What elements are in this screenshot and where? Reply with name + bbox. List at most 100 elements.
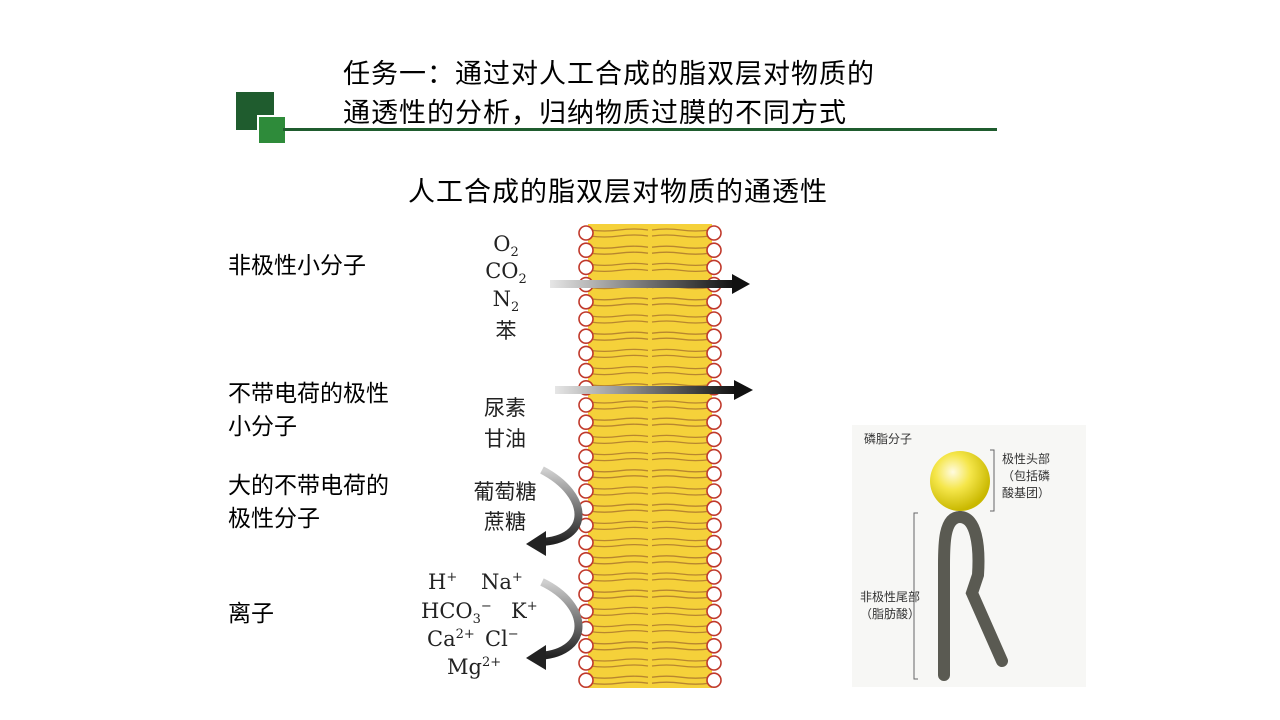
lipid-head (706, 242, 722, 259)
ion-k: K+ (511, 599, 538, 623)
page-title-line-1: 任务一：通过对人工合成的脂双层对物质的 (343, 59, 875, 90)
nonpolar-tail-label-line: 非极性尾部 (860, 590, 921, 604)
lipid-head (706, 500, 722, 517)
lipid-head (706, 311, 722, 327)
lipid-tail (651, 320, 711, 324)
lipid-tail (651, 451, 711, 456)
molecule-n2: N2 (492, 287, 520, 316)
lipid-tail (651, 406, 711, 410)
phospholipid-head (930, 451, 990, 511)
lipid-head (578, 328, 594, 344)
lipid-tail (651, 297, 711, 301)
lipid-tail (651, 365, 711, 370)
molecule-sucrose: 蔗糖 (484, 510, 526, 534)
lipid-tail (589, 314, 649, 318)
lipid-tail (589, 503, 649, 507)
lipid-tail (651, 337, 711, 341)
lipid-tail (651, 268, 711, 273)
lipid-tail (589, 509, 649, 513)
ion-ca: Ca2+ (427, 627, 475, 651)
lipid-tail (589, 406, 649, 410)
lipid-tail (651, 629, 711, 634)
lipid-head (706, 466, 722, 482)
lipid-head (706, 225, 722, 241)
lipid-tail (589, 658, 649, 662)
lipid-head (706, 620, 722, 637)
lipid-head (706, 603, 722, 620)
lipid-tail (589, 337, 649, 341)
page-title-line-2: 通透性的分析，归纳物质过膜的不同方式 (343, 98, 847, 129)
lipid-tail (589, 228, 649, 232)
lipid-tail (651, 520, 711, 525)
lipid-head (578, 672, 594, 688)
category-label-ions: 离子 (228, 598, 274, 631)
phospholipid-brackets (913, 449, 995, 680)
lipid-head (578, 362, 594, 379)
lipid-tail (651, 589, 711, 593)
category-label-nonpolar: 非极性小分子 (228, 250, 366, 283)
lipid-tail (589, 675, 649, 679)
lipid-tail (589, 486, 649, 490)
lipid-head (706, 569, 722, 585)
lipid-tail (651, 354, 711, 359)
lipid-tail (589, 434, 649, 439)
lipid-head (578, 534, 594, 551)
lipid-tail (589, 365, 649, 370)
lipid-head (578, 242, 594, 259)
bilayer-core (588, 224, 712, 688)
category-label-line: 不带电荷的极性 (228, 381, 389, 407)
lipid-head (706, 362, 722, 379)
lipid-tail (589, 561, 649, 565)
lipid-tail (651, 434, 711, 439)
lipid-tail (589, 417, 649, 421)
lipid-tail (651, 543, 711, 548)
arrow-pass-nonpolar (550, 274, 750, 294)
lipid-tail (651, 537, 711, 542)
lipid-tail (651, 675, 711, 679)
lipid-tail (651, 526, 711, 531)
lipid-tail (651, 348, 711, 353)
lipid-tail (589, 612, 649, 617)
category-label-polar-large: 大的不带电荷的 极性分子 (228, 470, 389, 536)
category-label-line: 大的不带电荷的 (228, 473, 389, 499)
category-label-line: 非极性小分子 (228, 253, 366, 279)
lipid-tail (589, 595, 649, 599)
lipid-head (706, 534, 722, 551)
lipid-tail (589, 606, 649, 611)
lipid-head (706, 672, 722, 688)
lipid-tail (651, 561, 711, 565)
lipid-tail (589, 578, 649, 582)
lipid-tail (651, 641, 711, 645)
lipid-tail (651, 606, 711, 611)
category-label-line: 小分子 (228, 414, 297, 440)
lipid-head (706, 259, 722, 276)
lipid-head (706, 551, 722, 568)
phospholipid-tails (938, 511, 1008, 681)
phospholipid-title: 磷脂分子 (864, 432, 913, 446)
lipid-tail (651, 492, 711, 496)
lipid-tail (589, 331, 649, 335)
diagram-subtitle: 人工合成的脂双层对物质的通透性 (408, 177, 828, 208)
lipid-head (706, 517, 722, 534)
phospholipid-panel: 磷脂分子 极性头部 （包括磷 酸基团） 非极性尾部 （脂肪酸） (852, 425, 1086, 687)
lipid-tail (651, 251, 711, 255)
lipid-head (578, 414, 594, 430)
phospholipid-illustration (913, 449, 1008, 681)
category-label-line: 离子 (228, 601, 274, 627)
lipid-head (706, 483, 722, 499)
lipid-tail (589, 234, 649, 238)
lipid-head (706, 431, 722, 448)
lipid-tail (651, 658, 711, 662)
lipid-tail (651, 595, 711, 599)
lipid-head (578, 311, 594, 327)
lipid-head (706, 448, 722, 465)
lipid-tail (651, 503, 711, 507)
lipid-tail (589, 475, 649, 479)
lipid-tail (651, 262, 711, 267)
lipid-tail (651, 457, 711, 462)
polar-head-label-line: （包括磷 (1002, 469, 1051, 483)
header-underline (283, 128, 997, 131)
lipid-head (706, 637, 722, 654)
lipid-tail (589, 469, 649, 473)
lipid-head (578, 294, 594, 310)
